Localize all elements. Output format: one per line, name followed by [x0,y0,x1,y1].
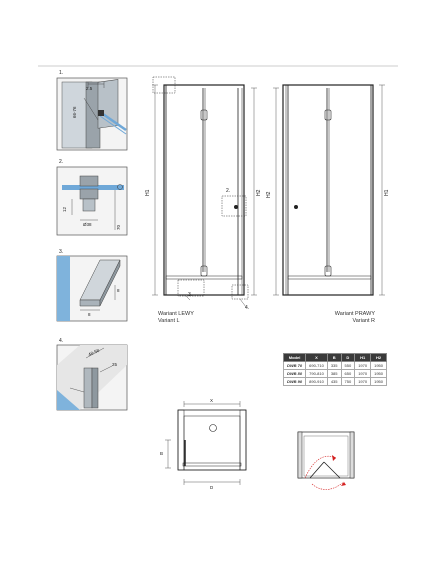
left-callout-4: 4. [245,305,250,311]
plan-d-label: D [210,485,214,490]
table-cell: 1950 [370,369,387,378]
left-variant-line2: Variant L [158,318,180,324]
swing-diagram [297,431,355,490]
left-callout-3: 3. [188,292,193,298]
header-cell: Model [282,353,307,362]
table-row: DWB 80 790-810 385 650 1970 1950 [282,369,387,378]
detail-4-drawing [56,344,128,411]
header-cell: B [326,353,342,362]
detail-4-number: 4. [59,338,64,344]
table-cell: 1970 [354,361,372,370]
plan-b-label: B [160,451,164,456]
left-h2-label: H2 [256,189,262,196]
plan-x-label: X [210,398,214,403]
table-cell: DWB 80 [282,369,307,378]
table-cell: 1950 [370,361,387,370]
detail-1-number: 1. [59,70,64,76]
detail-2-dim-dia: Ø38 [83,222,92,227]
detail-2-dim-b: 70 [116,224,121,230]
detail-2-dim-a: 12 [62,206,67,212]
right-h1-label: H1 [384,189,390,196]
table-cell: 790-810 [305,369,328,378]
left-h1-label: H1 [145,189,151,196]
header-cell: H1 [354,353,372,362]
right-variant-label: Wariant PRAWY Variant R [331,311,375,325]
table-cell: 650 [340,369,356,378]
header-cell: D [340,353,356,362]
table-row: DWB 70 690-710 335 550 1970 1950 [282,361,387,370]
header-cell: H2 [370,353,387,362]
header-cell: X [305,353,328,362]
detail-3-drawing [56,255,128,322]
detail-1-dim-angle: 66-76 [72,106,77,118]
table-cell: 550 [340,361,356,370]
table-cell: 435 [326,377,342,386]
right-variant-line2: Variant R [352,318,375,324]
detail-4-dim-b: 25 [112,362,118,367]
left-callout-2: 2. [226,188,231,194]
table-header-row: Model X B D H1 H2 [282,353,387,362]
right-variant-line1: Wariant PRAWY [334,311,375,317]
table-cell: 1950 [370,377,387,386]
detail-1-dim-top: 2.5 [86,86,93,91]
left-variant-label: Wariant LEWY Variant L [158,311,194,325]
table-row: DWB 90 890-910 435 750 1970 1950 [282,377,387,386]
table-cell: 690-710 [305,361,328,370]
right-elevation-drawing [273,84,385,296]
right-h2-label: H2 [266,191,272,198]
detail-3-dim-w: 8 [88,312,91,317]
table-cell: 385 [326,369,342,378]
table-cell: 750 [340,377,356,386]
table-cell: 1970 [354,369,372,378]
table-cell: 1970 [354,377,372,386]
table-cell: DWB 90 [282,377,307,386]
table-cell: DWB 70 [282,361,307,370]
detail-3-dim-h: 8 [117,288,120,293]
dimension-table: Model X B D H1 H2 DWB 70 690-710 335 550… [282,353,387,386]
table-cell: 335 [326,361,342,370]
table-cell: 890-910 [305,377,328,386]
detail-2-drawing [56,166,128,236]
detail-2-number: 2. [59,159,64,165]
left-elevation-drawing [152,76,257,308]
detail-1-drawing [56,77,128,151]
plan-view-drawing [165,401,247,485]
detail-3-number: 3. [59,249,64,255]
left-variant-line1: Wariant LEWY [158,311,194,317]
